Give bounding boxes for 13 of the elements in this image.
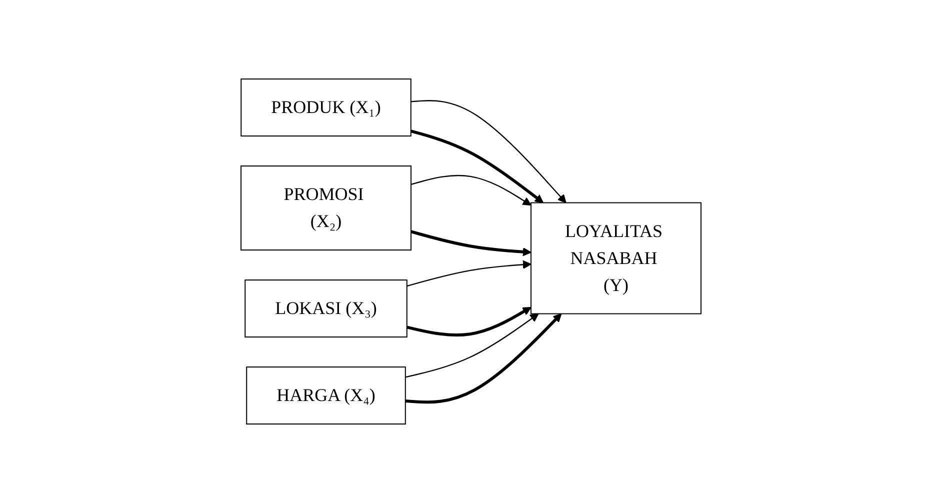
arrow: [410, 174, 532, 206]
arrow: [406, 260, 532, 286]
arrow: [406, 306, 532, 336]
arrow: [410, 230, 532, 256]
node-box: HARGA (X₄): [246, 366, 406, 424]
node-box: PRODUK (X₁): [240, 78, 412, 136]
node-box: LOKASI (X₃): [244, 279, 408, 337]
arrow: [410, 129, 544, 203]
node-box: LOYALITAS NASABAH (Y): [530, 202, 702, 314]
arrow: [410, 100, 566, 203]
arrow: [405, 312, 539, 378]
arrow: [405, 312, 562, 404]
node-box: PROMOSI (X₂): [240, 165, 412, 250]
